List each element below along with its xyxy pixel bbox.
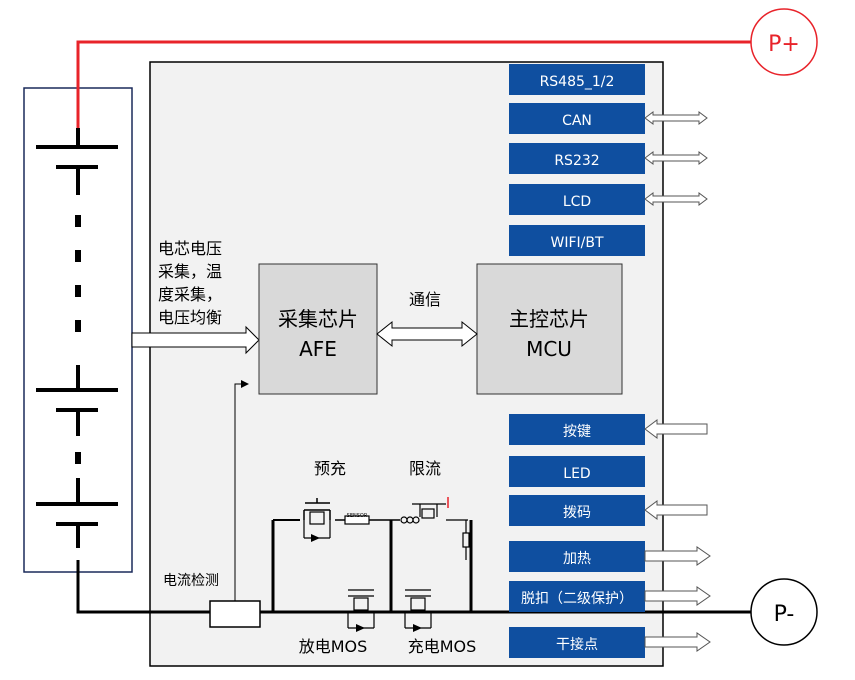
- mos-circuit: [271, 498, 473, 629]
- link-label: 通信: [409, 290, 441, 309]
- iface-trip[interactable]: [509, 581, 645, 612]
- sense-label-1: 电芯电压: [158, 239, 222, 258]
- iface-wifi-label: WIFI/BT: [550, 235, 603, 251]
- iface-dip[interactable]: [509, 495, 645, 526]
- afe-chip-line2: AFE: [299, 337, 337, 361]
- iface-can-label: CAN: [562, 113, 592, 129]
- discharge-mos-label: 放电MOS: [299, 637, 368, 656]
- cell-ellipsis: [75, 215, 81, 464]
- current-limit-label: 限流: [409, 459, 441, 478]
- sense-label-2: 采集，温: [158, 262, 222, 281]
- p-minus-terminal[interactable]: [750, 578, 818, 646]
- iface-trip-label: 脱扣（二级保护）: [521, 591, 633, 607]
- limiter-coil: [400, 516, 420, 524]
- iface-rs232[interactable]: [509, 143, 645, 174]
- iface-dip-label: 拨码: [563, 505, 591, 521]
- iface-dry-contact-label: 干接点: [556, 636, 598, 653]
- iface-wifi[interactable]: [509, 225, 645, 256]
- iface-led[interactable]: [509, 456, 645, 487]
- iface-rs232-label: RS232: [554, 153, 599, 169]
- afe-chip-line1: 采集芯片: [278, 307, 358, 331]
- iface-lcd[interactable]: [509, 184, 645, 215]
- negative-wire: [76, 560, 210, 614]
- iface-rs485-label: RS485_1/2: [540, 74, 615, 90]
- p-minus-label: P-: [774, 602, 795, 627]
- current-sense-line: [234, 380, 249, 601]
- mcu-chip-line1: 主控芯片: [509, 307, 589, 331]
- sense-arrow: [131, 325, 260, 355]
- charge-mos-label: 充电MOS: [408, 637, 477, 656]
- iface-button-label: 按键: [563, 424, 591, 440]
- interfaces-top: RS485_1/2 CAN RS232 LCD WIFI/BT: [509, 64, 645, 256]
- positive-wire: [76, 40, 752, 128]
- battery-cells: [36, 128, 118, 548]
- iface-heat-label: 加热: [563, 551, 591, 567]
- afe-chip[interactable]: [258, 263, 378, 395]
- iface-lcd-label: LCD: [563, 194, 591, 210]
- interfaces-bottom: 按键 LED 拨码 加热 脱扣（二级保护） 干接点: [509, 414, 645, 658]
- sensor-text: SENSOR: [347, 513, 368, 519]
- p-plus-label: P+: [768, 32, 800, 57]
- iface-button[interactable]: [509, 414, 645, 445]
- sense-label-4: 电压均衡: [158, 308, 222, 327]
- iface-dry-contact[interactable]: [509, 627, 645, 658]
- mcu-chip[interactable]: [476, 263, 623, 395]
- comm-arrow: [376, 320, 478, 348]
- iface-led-label: LED: [563, 466, 590, 482]
- diodes: [311, 534, 422, 632]
- iface-can[interactable]: [509, 103, 645, 134]
- current-detect-label: 电流检测: [163, 573, 219, 589]
- precharge-label: 预充: [314, 459, 346, 478]
- iface-heat[interactable]: [509, 541, 645, 572]
- mcu-chip-line2: MCU: [526, 337, 572, 361]
- interface-arrows: [644, 111, 711, 652]
- current-sensor: [209, 600, 261, 628]
- sense-label-3: 度采集，: [158, 285, 222, 304]
- iface-rs485[interactable]: [509, 64, 645, 95]
- p-plus-terminal[interactable]: [750, 8, 818, 76]
